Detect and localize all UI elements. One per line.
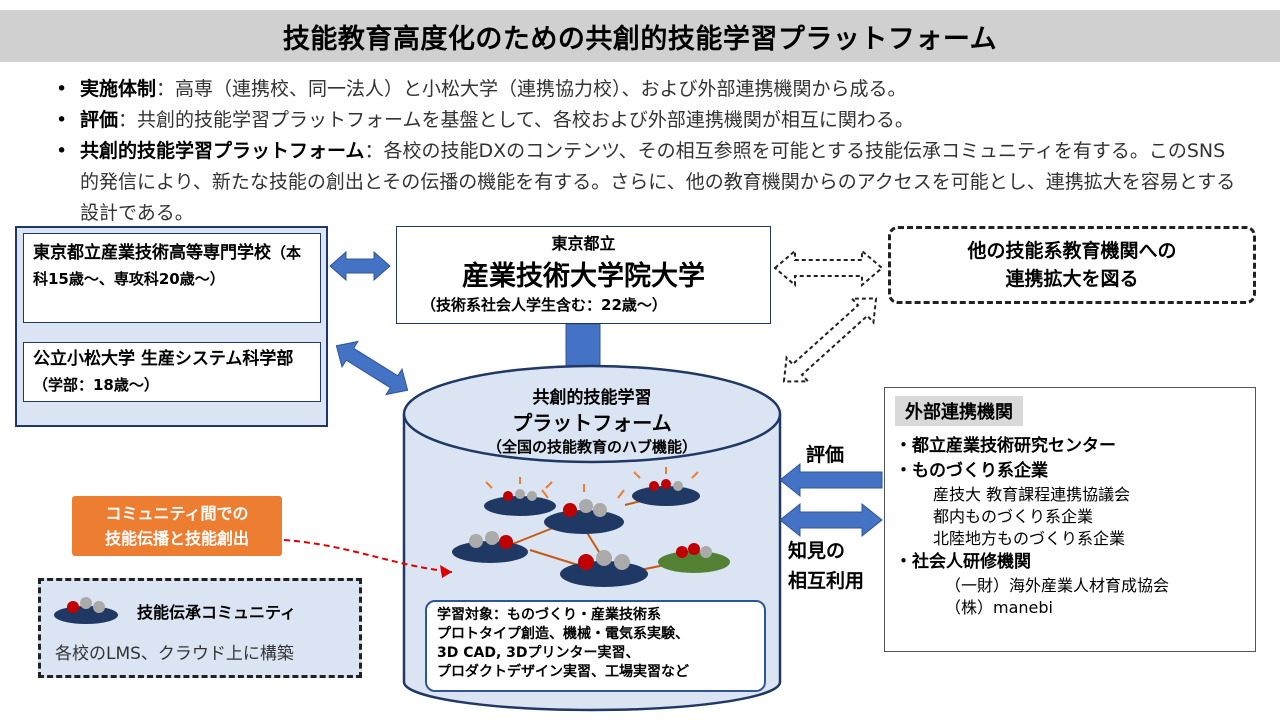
komatsu-sub: （学部：18歳～） — [33, 376, 159, 394]
tokyo-tech-box: 東京都立産業技術高等専門学校（本科15歳～、専攻科20歳～） — [23, 233, 321, 323]
knowledge-double-arrow — [779, 502, 883, 538]
knowledge-line1: 知見の — [788, 540, 846, 562]
evaluation-label: 評価 — [806, 444, 845, 466]
other-line1: 他の技能系教育機関への — [967, 240, 1177, 262]
legend-title: 技能伝承コミュニティ — [137, 603, 297, 622]
community-group-5 — [560, 550, 648, 587]
external-partners-box: 外部連携機関 ・都立産業技術研究センター ・ものづくり系企業 産技大 教育課程連… — [884, 387, 1256, 652]
aiit-line1: 東京都立 — [551, 234, 616, 253]
bullet-item: 実施体制：高専（連携校、同一法人）と小松大学（連携協力校）、および外部連携機関か… — [48, 74, 1238, 105]
page-title: 技能教育高度化のための共創的技能学習プラットフォーム — [282, 23, 998, 55]
learning-targets-box: 学習対象：ものづくり・産業技術系 プロトタイプ創造、機械・電気系実験、 3D C… — [425, 600, 766, 692]
aiit-line2: 産業技術大学院大学 — [462, 261, 705, 292]
partner-item: ・都立産業技術研究センター — [895, 436, 1116, 456]
community-group-4 — [452, 531, 528, 563]
dashed-arrow-platform-other — [782, 297, 878, 383]
bullet-list: 実施体制：高専（連携校、同一法人）と小松大学（連携協力校）、および外部連携機関か… — [48, 74, 1238, 229]
learning-line4: プロダクトデザイン実習、工場実習など — [437, 664, 689, 680]
learning-line3: 3D CAD, 3Dプリンター実習、 — [437, 645, 640, 661]
community-legend: 技能伝承コミュニティ 各校のLMS、クラウド上に構築 — [38, 578, 362, 678]
partner-subitem: 北陸地方ものづくり系企業 — [933, 529, 1126, 548]
partner-item: ・社会人研修機関 — [895, 552, 1031, 572]
partner-item: ・ものづくり系企業 — [895, 461, 1048, 481]
knowledge-line2: 相互利用 — [788, 570, 865, 592]
bullet-text: ：共創的技能学習プラットフォームを基盤として、各校および外部連携機関が相互に関わ… — [118, 109, 914, 131]
platform-line1: 共創的技能学習 — [532, 388, 652, 408]
tokyo-tech-sub: （本科15歳～、専攻科20歳～） — [33, 244, 302, 288]
community-group-3 — [632, 467, 700, 506]
platform-line3: （全国の技能教育のハブ機能） — [486, 438, 697, 456]
bullet-term: 評価 — [80, 109, 119, 131]
partner-subitem: 都内ものづくり系企業 — [933, 507, 1094, 526]
bullet-item: 共創的技能学習プラットフォーム：各校の技能DXのコンテンツ、その相互参照を可能と… — [48, 136, 1238, 229]
komatsu-name: 公立小松大学 生産システム科学部 — [33, 349, 294, 369]
partner-subitem: （一財）海外産業人材育成協会 — [945, 576, 1170, 595]
legend-desc: 各校のLMS、クラウド上に構築 — [55, 644, 294, 664]
partner-subitem: 産技大 教育課程連携協議会 — [933, 485, 1131, 504]
bullet-term: 共創的技能学習プラットフォーム — [80, 140, 365, 162]
komatsu-box: 公立小松大学 生産システム科学部 （学部：18歳～） — [23, 342, 321, 402]
bullet-item: 評価：共創的技能学習プラットフォームを基盤として、各校および外部連携機関が相互に… — [48, 105, 1238, 136]
left-panel-schools: 東京都立産業技術高等専門学校（本科15歳～、専攻科20歳～） 公立小松大学 生産… — [15, 226, 328, 427]
title-bar: 技能教育高度化のための共創的技能学習プラットフォーム — [0, 10, 1280, 62]
evaluation-arrow — [779, 462, 883, 498]
bullet-term: 実施体制 — [80, 78, 157, 100]
community-note-box: コミュニティ間での 技能伝播と技能創出 — [72, 496, 282, 556]
platform-label: 共創的技能学習 プラットフォーム （全国の技能教育のハブ機能） — [404, 386, 780, 458]
aiit-line3: （技術系社会人学生含む：22歳～） — [421, 296, 667, 314]
learning-line2: プロトタイプ創造、機械・電気系実験、 — [437, 626, 689, 642]
community-note-line2: 技能伝播と技能創出 — [104, 529, 249, 548]
community-group-1 — [484, 477, 556, 516]
tokyo-tech-name: 東京都立産業技術高等専門学校 — [33, 243, 271, 263]
community-group-2 — [541, 484, 625, 534]
platform-line2: プラットフォーム — [512, 411, 672, 435]
partners-heading: 外部連携機関 — [895, 396, 1023, 426]
double-arrow-komatsu-platform — [335, 340, 409, 396]
community-dashed-arrow — [283, 539, 453, 578]
knowledge-label: 知見の 相互利用 — [788, 536, 864, 596]
community-note-line1: コミュニティ間での — [105, 504, 249, 523]
other-line2: 連携拡大を図る — [1005, 268, 1139, 290]
aiit-box: 東京都立 産業技術大学院大学 （技術系社会人学生含む：22歳～） — [396, 226, 771, 324]
community-group-6 — [658, 543, 730, 573]
other-institutions-box: 他の技能系教育機関への 連携拡大を図る — [888, 226, 1256, 304]
community-icon — [54, 597, 118, 624]
bullet-text: ：高専（連携校、同一法人）と小松大学（連携協力校）、および外部連携機関から成る。 — [156, 78, 907, 100]
partner-subitem: （株）manebi — [945, 598, 1053, 617]
dashed-arrow-aiit-other — [773, 248, 884, 288]
double-arrow-tokyo-aiit — [329, 250, 391, 282]
learning-line1: 学習対象：ものづくり・産業技術系 — [437, 607, 661, 623]
bullet-text: ：各校の技能DXのコンテンツ、その相互参照を可能とする技能伝承コミュニティを有す… — [80, 140, 1236, 224]
